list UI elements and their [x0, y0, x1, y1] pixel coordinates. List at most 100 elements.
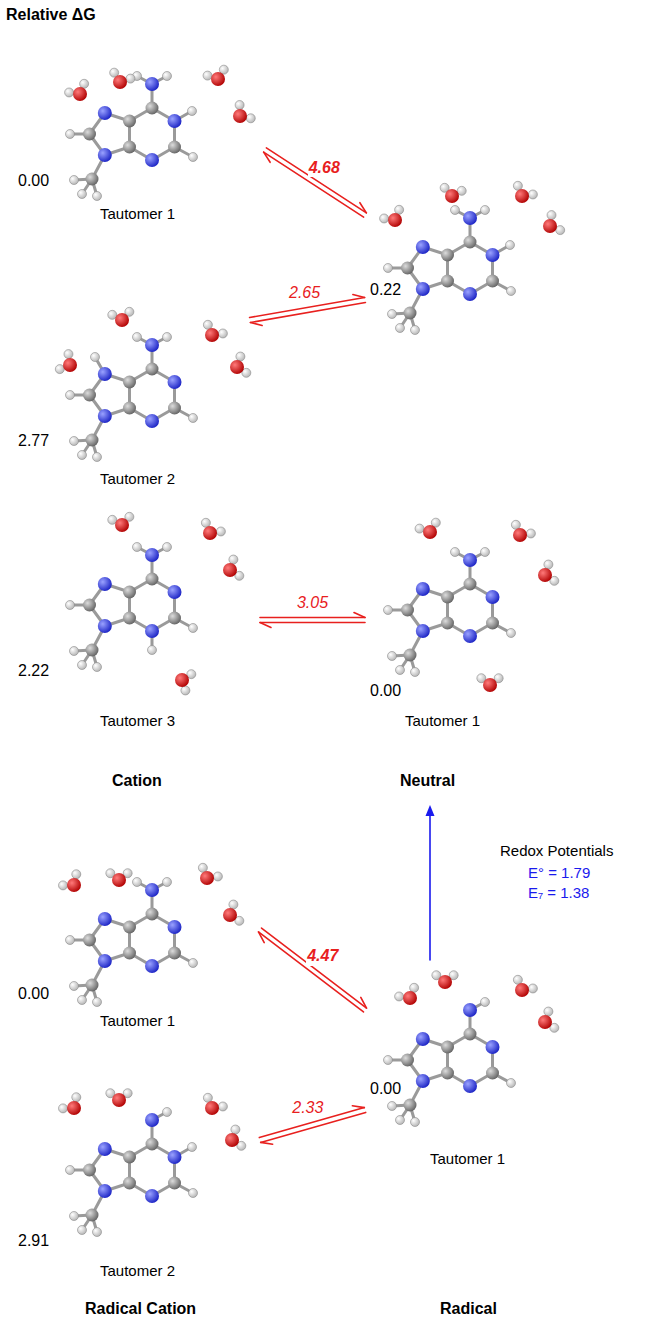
atom — [223, 563, 237, 577]
section-heading: Radical — [440, 1300, 497, 1318]
atom — [123, 115, 136, 128]
atom — [464, 236, 477, 249]
atom — [198, 863, 207, 872]
atom — [72, 870, 81, 879]
atom — [175, 673, 189, 687]
atom — [507, 287, 516, 296]
atom — [189, 414, 198, 423]
atom — [66, 601, 75, 610]
atom — [70, 982, 79, 991]
atom — [98, 409, 112, 423]
atom — [528, 190, 537, 199]
atom — [168, 947, 181, 960]
atom — [123, 1151, 136, 1164]
atom — [216, 527, 225, 536]
atom — [112, 873, 126, 887]
atom — [513, 528, 527, 542]
atom — [200, 871, 214, 885]
atom — [72, 1093, 81, 1102]
atom — [481, 998, 490, 1007]
atom — [486, 1067, 499, 1080]
atom — [415, 524, 424, 533]
atom — [246, 114, 255, 123]
atom — [544, 560, 553, 569]
atom — [123, 947, 136, 960]
atom — [163, 72, 172, 81]
atom — [189, 624, 198, 633]
atom — [451, 548, 460, 557]
atom — [67, 1101, 81, 1115]
atom — [401, 604, 414, 617]
atom — [123, 921, 136, 934]
energy-value: 0.00 — [370, 1080, 401, 1098]
atom — [229, 555, 238, 564]
atom — [218, 329, 227, 338]
equilibrium-arrow — [258, 928, 366, 1012]
atom — [78, 661, 87, 670]
atom — [146, 908, 159, 921]
atom — [123, 376, 136, 389]
atom — [98, 619, 112, 633]
atom — [547, 211, 556, 220]
atom — [507, 629, 516, 638]
energy-value: 0.22 — [370, 281, 401, 299]
atom — [145, 1189, 159, 1203]
atom — [93, 1228, 102, 1237]
atom — [513, 975, 522, 984]
atom — [233, 109, 247, 123]
molecule-node: 2.91Tautomer 2 — [15, 1085, 260, 1290]
atom — [486, 275, 499, 288]
atom — [86, 1209, 99, 1222]
atom — [388, 652, 397, 661]
atom — [441, 249, 454, 262]
atom — [218, 1102, 227, 1111]
atom — [146, 573, 159, 586]
atom — [189, 1189, 198, 1198]
atom — [86, 434, 99, 447]
adenine-molecule — [59, 1089, 246, 1237]
atom — [511, 520, 520, 529]
tautomer-label: Tautomer 1 — [405, 712, 480, 729]
energy-value: 2.77 — [18, 432, 49, 450]
molecule-node: 0.00Tautomer 1Neutral — [365, 505, 570, 805]
atom — [388, 310, 397, 319]
atom — [544, 1007, 553, 1016]
atom — [98, 106, 112, 120]
atom — [403, 991, 417, 1005]
atom — [66, 391, 75, 400]
atom — [78, 996, 87, 1005]
atom — [133, 878, 142, 887]
atom — [411, 1118, 420, 1127]
atom — [98, 148, 112, 162]
atom — [411, 668, 420, 677]
atom — [513, 181, 522, 190]
atom — [396, 324, 405, 333]
atom — [70, 647, 79, 656]
atom — [63, 358, 77, 372]
atom — [168, 141, 181, 154]
atom — [146, 363, 159, 376]
atom — [203, 1093, 212, 1102]
atom — [230, 360, 244, 374]
atom — [145, 883, 159, 897]
atom — [64, 350, 73, 359]
atom — [59, 1104, 68, 1113]
atom — [55, 365, 64, 374]
atom — [229, 900, 238, 909]
atom — [78, 190, 87, 199]
atom — [445, 189, 459, 203]
atom — [463, 287, 477, 301]
atom — [145, 153, 159, 167]
atom — [188, 107, 197, 116]
atom — [384, 1056, 393, 1065]
redox-title: Redox Potentials — [500, 842, 613, 859]
atom — [526, 529, 535, 538]
atom — [145, 624, 159, 638]
molecule-node: 0.22 — [365, 175, 570, 345]
free-energy-barrier: 4.47 — [306, 947, 339, 965]
atom — [123, 1177, 136, 1190]
atom — [388, 1102, 397, 1111]
atom — [93, 453, 102, 462]
energy-value: 2.91 — [18, 1232, 49, 1250]
